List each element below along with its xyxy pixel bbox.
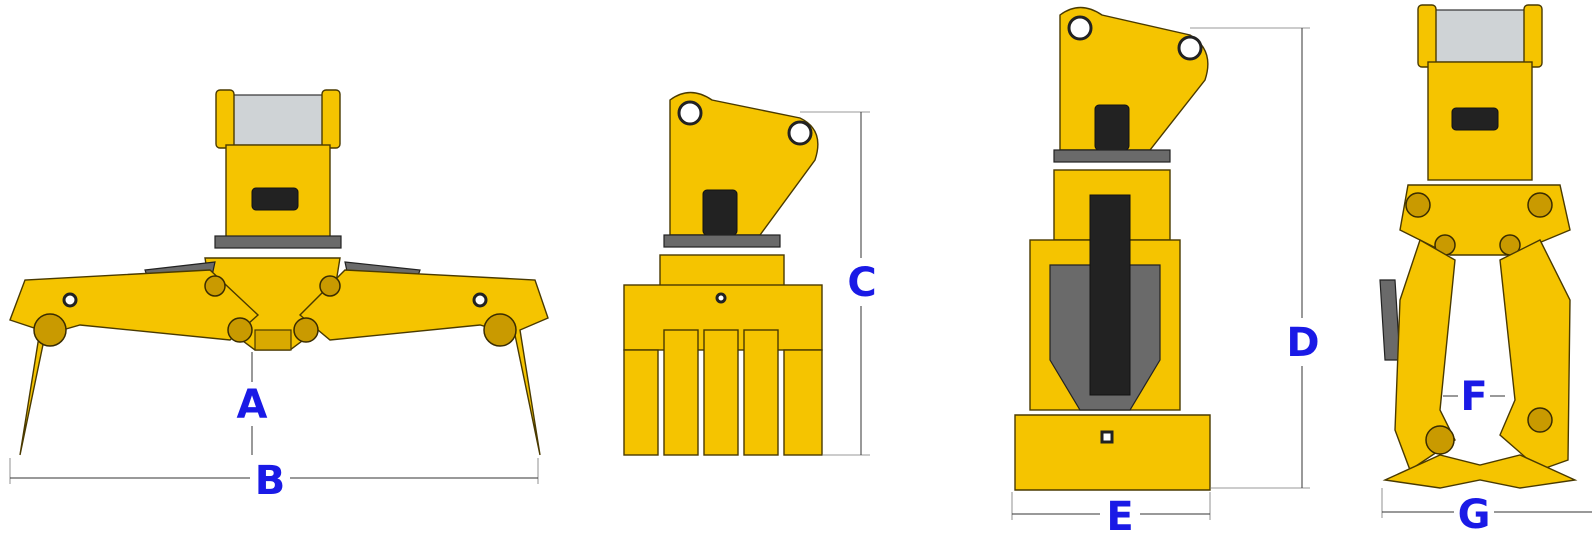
lower-jaw-2 [1014, 414, 1211, 491]
left-jaw-4 [1394, 238, 1456, 472]
label-a: A [237, 382, 268, 428]
body-bolt-left-4 [1405, 192, 1431, 218]
tine-5 [783, 349, 823, 456]
side-closed-view: C [623, 91, 879, 456]
label-c: C [847, 260, 876, 306]
front-closed-view: F G [1379, 4, 1592, 538]
label-g: G [1458, 492, 1491, 538]
tine-1 [623, 349, 659, 456]
cylinder-2 [1089, 194, 1131, 396]
link-hole-top [677, 100, 703, 126]
tine-3 [703, 329, 739, 456]
left-cyl-bolt [204, 275, 226, 297]
lower-jaw-slot [1100, 430, 1114, 444]
left-arm-hole [62, 292, 78, 308]
left-hinge-bolt [227, 317, 253, 343]
right-arm-hole [472, 292, 488, 308]
right-jaw-4 [1499, 239, 1571, 471]
cylinder-cap-right-4 [1523, 4, 1543, 68]
link-hole-right [787, 120, 813, 146]
front-open-view: A B [9, 89, 549, 504]
left-arm [9, 269, 260, 456]
label-d: D [1286, 320, 1319, 366]
jaw-pivot-right-4 [1527, 407, 1553, 433]
cylinder-cap-left [215, 89, 235, 149]
body-bottom-tab [254, 329, 292, 351]
jaw-pivot-left-4 [1425, 425, 1455, 455]
right-cyl-bolt [319, 275, 341, 297]
rotator-motor [702, 189, 738, 236]
mount-plate-2 [1053, 149, 1171, 163]
link-hole-right-2 [1177, 35, 1203, 61]
side-open-view: D E [1011, 6, 1320, 538]
right-hinge-bolt [293, 317, 319, 343]
rotator-window-4 [1451, 107, 1499, 131]
top-cylinder-4 [1429, 9, 1531, 63]
jaw-tips-4 [1382, 454, 1578, 489]
tine-4 [743, 329, 779, 456]
right-arm [298, 269, 549, 456]
tine-2 [663, 329, 699, 456]
cylinder-cap-right [321, 89, 341, 149]
label-b: B [255, 458, 286, 504]
rotator-window [251, 187, 299, 211]
side-head [659, 254, 785, 291]
rotator-motor-2 [1094, 104, 1130, 151]
mount-plate [214, 235, 342, 249]
cylinder-cap-left-4 [1417, 4, 1437, 68]
label-f: F [1460, 374, 1487, 420]
left-arm-pivot [33, 313, 67, 347]
liner-left-4 [1379, 279, 1401, 361]
body-bolt-right-4 [1527, 192, 1553, 218]
link-hole-top-2 [1067, 15, 1093, 41]
top-cylinder [227, 94, 329, 146]
label-e: E [1106, 494, 1133, 538]
right-arm-pivot [483, 313, 517, 347]
side-body-hole [715, 292, 727, 304]
side-mount-plate [663, 234, 781, 248]
